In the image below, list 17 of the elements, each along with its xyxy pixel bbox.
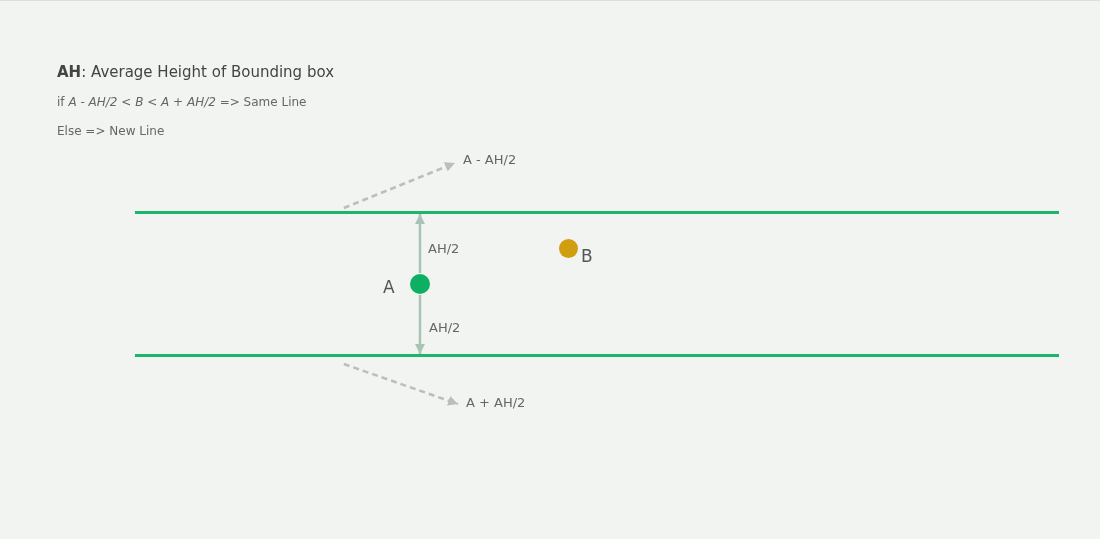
point-label: A - AH/2: [463, 152, 517, 170]
leader-line: [343, 362, 459, 406]
edge-label: AH/2: [428, 241, 460, 256]
point-dot: [410, 274, 430, 294]
horizontal-line: [135, 354, 1059, 357]
arrow: [414, 295, 425, 354]
point-name: A: [383, 277, 395, 297]
point-name: B: [581, 246, 593, 266]
horizontal-line: [135, 211, 1059, 214]
arrow: [414, 214, 425, 273]
leader-line: [343, 161, 456, 210]
note-text: if A - AH/2 < B < A + AH/2 => Same Line: [57, 95, 307, 109]
point-dot: [559, 239, 578, 258]
edge-label: AH/2: [429, 320, 461, 335]
note-text: AH: Average Height of Bounding box: [57, 63, 335, 81]
point-label: A + AH/2: [466, 395, 526, 413]
note-text: Else => New Line: [57, 124, 165, 138]
